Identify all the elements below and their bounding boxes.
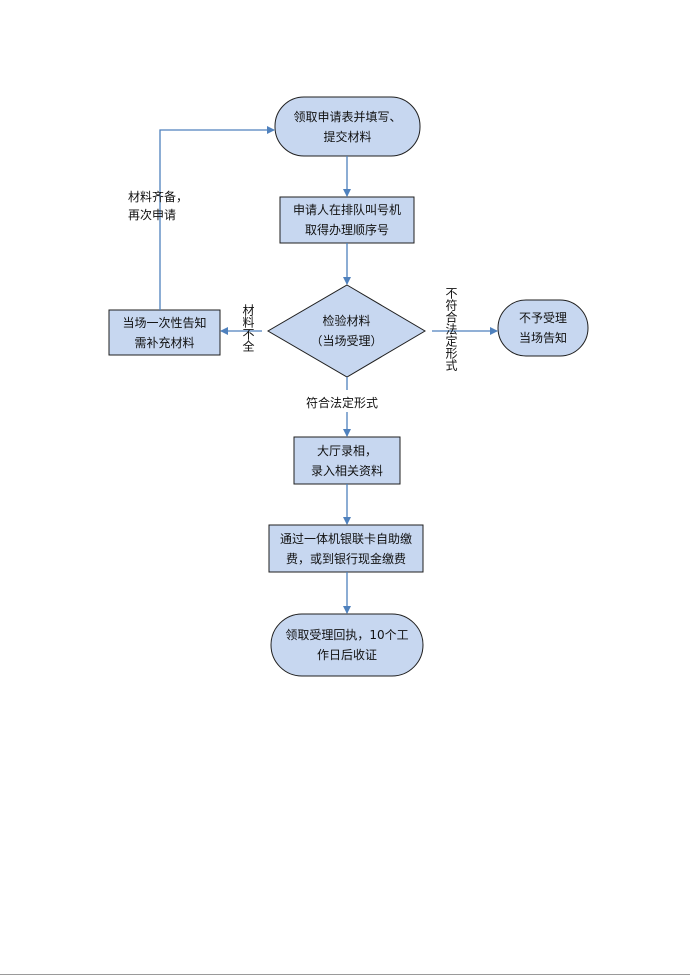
node-record-line-1: 大厅录相， bbox=[316, 443, 377, 458]
page-bottom-border bbox=[0, 974, 690, 975]
node-check-line-1: 检验材料 bbox=[322, 314, 371, 328]
node-record-shape bbox=[293, 436, 401, 485]
node-notify-line-1: 当场一次性告知 bbox=[122, 315, 207, 330]
node-queue-line-1: 申请人在排队叫号机 bbox=[292, 203, 401, 217]
node-end: 领取受理回执，10个工 作日后收证 bbox=[271, 614, 423, 676]
node-queue-shape bbox=[279, 196, 415, 244]
node-payment-shape bbox=[268, 524, 424, 573]
node-payment-line-2: 费，或到银行现金缴费 bbox=[285, 551, 406, 566]
edge-label-resubmit-line-2: 再次申请 bbox=[128, 208, 177, 222]
node-reject: 不予受理 当场告知 bbox=[498, 300, 588, 356]
node-end-shape bbox=[270, 613, 424, 677]
node-reject-line-1: 不予受理 bbox=[518, 311, 567, 325]
node-start: 领取申请表并填写、 提交材料 bbox=[275, 97, 420, 156]
edge-label-resubmit: 材料齐备， 再次申请 bbox=[128, 188, 188, 224]
node-check: 检验材料 （当场受理） bbox=[268, 305, 425, 357]
node-reject-shape bbox=[497, 299, 589, 357]
node-notify-shape bbox=[108, 309, 221, 356]
node-payment: 通过一体机银联卡自助缴 费，或到银行现金缴费 bbox=[269, 525, 423, 572]
edge-notify-to-start bbox=[159, 126, 275, 310]
node-end-line-1: 领取受理回执，10个工 bbox=[285, 628, 409, 642]
edge-label-incomplete: 材料不全 bbox=[241, 304, 255, 352]
node-payment-line-1: 通过一体机银联卡自助缴 bbox=[279, 531, 412, 546]
edge-label-resubmit-line-1: 材料齐备， bbox=[128, 190, 189, 204]
edge-label-not-legal-form: 不符合法定形式 bbox=[444, 287, 458, 371]
edge-label-legal-form: 符合法定形式 bbox=[306, 396, 379, 410]
node-record: 大厅录相， 录入相关资料 bbox=[294, 437, 400, 484]
node-record-line-2: 录入相关资料 bbox=[310, 463, 383, 478]
node-start-line-2: 提交材料 bbox=[323, 129, 372, 144]
node-check-line-2: （当场受理） bbox=[310, 334, 383, 348]
node-end-line-2: 作日后收证 bbox=[316, 648, 377, 662]
node-queue: 申请人在排队叫号机 取得办理顺序号 bbox=[280, 197, 414, 243]
node-reject-line-2: 当场告知 bbox=[518, 331, 567, 345]
node-notify-supplement: 当场一次性告知 需补充材料 bbox=[109, 310, 220, 355]
node-queue-line-2: 取得办理顺序号 bbox=[304, 223, 389, 237]
node-start-line-1: 领取申请表并填写、 bbox=[293, 109, 402, 124]
node-notify-line-2: 需补充材料 bbox=[134, 335, 195, 350]
